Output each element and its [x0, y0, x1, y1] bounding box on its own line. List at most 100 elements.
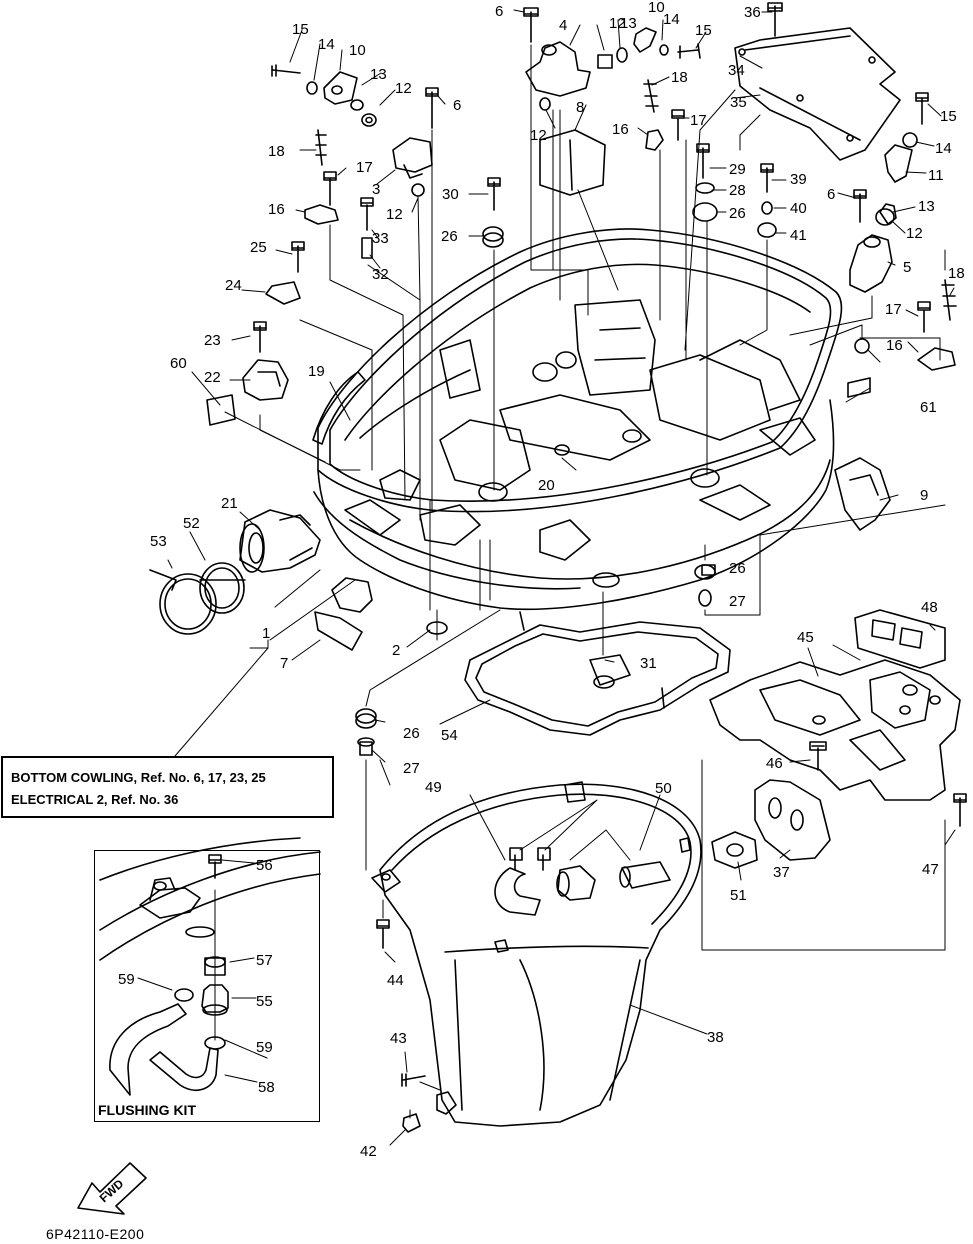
callout-13a: 13 [620, 15, 637, 32]
callout-12a: 12 [609, 15, 626, 32]
callout-12c: 12 [530, 127, 547, 144]
callout-15c: 15 [940, 108, 957, 125]
callout-13c: 13 [918, 198, 935, 215]
callout-30: 30 [442, 186, 459, 203]
callout-32: 32 [372, 266, 389, 283]
callout-61: 61 [920, 399, 937, 416]
fwd-arrow [77, 1162, 147, 1215]
callout-17c: 17 [885, 301, 902, 318]
callout-9: 9 [920, 487, 928, 504]
callout-58: 58 [258, 1079, 275, 1096]
callout-2: 2 [392, 642, 400, 659]
callout-6b: 6 [453, 97, 461, 114]
callout-15a: 15 [695, 22, 712, 39]
callout-48: 48 [921, 599, 938, 616]
callout-47: 47 [922, 861, 939, 878]
callout-51: 51 [730, 887, 747, 904]
callout-10a: 10 [648, 0, 665, 16]
flushing-kit-drawing [99, 837, 321, 1096]
callout-40: 40 [790, 200, 807, 217]
callout-5: 5 [903, 259, 911, 276]
callout-26b: 26 [729, 205, 746, 222]
callout-24: 24 [225, 277, 242, 294]
callout-31: 31 [640, 655, 657, 672]
callout-6a: 6 [495, 3, 503, 20]
callout-13b: 13 [370, 66, 387, 83]
lower-left-parts [355, 708, 426, 1133]
callout-12b: 12 [395, 80, 412, 97]
callout-25: 25 [250, 239, 267, 256]
diagram-code: 6P42110-E200 [46, 1226, 145, 1242]
callout-27b: 27 [403, 760, 420, 777]
callout-41: 41 [790, 227, 807, 244]
callout-56: 56 [256, 857, 273, 874]
callout-8: 8 [576, 99, 584, 116]
left-side-parts [149, 509, 448, 651]
callout-10b: 10 [349, 42, 366, 59]
callout-3: 3 [372, 181, 380, 198]
callout-39: 39 [790, 171, 807, 188]
callout-26a: 26 [441, 228, 458, 245]
callout-33: 33 [372, 230, 389, 247]
callout-12e: 12 [906, 225, 923, 242]
callout-55: 55 [256, 993, 273, 1010]
reference-note: BOTTOM COWLING, Ref. No. 6, 17, 23, 25 E… [1, 756, 334, 818]
callout-1: 1 [262, 625, 270, 642]
callout-18b: 18 [268, 143, 285, 160]
callout-18c: 18 [948, 265, 965, 282]
callout-49: 49 [425, 779, 442, 796]
callout-18a: 18 [671, 69, 688, 86]
callout-35: 35 [730, 94, 747, 111]
callout-11: 11 [928, 167, 944, 184]
callout-16c: 16 [886, 337, 903, 354]
callout-14c: 14 [935, 140, 952, 157]
callout-numbers: 1 2 3 4 5 6 6 6 6 7 8 9 10 10 11 12 12 1… [118, 0, 965, 1160]
callout-28: 28 [729, 182, 746, 199]
callout-23: 23 [204, 332, 221, 349]
bottom-cowling [313, 228, 843, 611]
top-centre-parts [482, 7, 701, 248]
callout-36: 36 [744, 4, 761, 21]
callout-59b: 59 [256, 1039, 273, 1056]
callout-38: 38 [707, 1029, 724, 1046]
callout-59a: 59 [118, 971, 135, 988]
callout-6c: 6 [827, 186, 835, 203]
callout-42: 42 [360, 1143, 377, 1160]
callout-7: 7 [280, 655, 288, 672]
callout-14b: 14 [318, 36, 335, 53]
callout-19: 19 [308, 363, 325, 380]
leader-lines [224, 44, 946, 521]
callout-21: 21 [221, 495, 238, 512]
callout-50: 50 [655, 780, 672, 797]
flushing-kit-frame [94, 850, 320, 1122]
callout-43: 43 [390, 1030, 407, 1047]
callout-17a: 17 [690, 112, 707, 129]
callout-22: 22 [204, 369, 221, 386]
callout-12d: 12 [386, 206, 403, 223]
callout-leaders [137, 9, 956, 1146]
callout-57: 57 [256, 952, 273, 969]
callout-4: 4 [559, 17, 567, 34]
callout-16b: 16 [268, 201, 285, 218]
callout-52: 52 [183, 515, 200, 532]
callout-60: 60 [170, 355, 187, 372]
callout-14a: 14 [663, 11, 680, 28]
callout-26c: 26 [729, 560, 746, 577]
callout-26d: 26 [403, 725, 420, 742]
callout-15b: 15 [292, 21, 309, 38]
callout-29: 29 [729, 161, 746, 178]
note-line-bottom-cowling: BOTTOM COWLING, Ref. No. 6, 17, 23, 25 [11, 770, 266, 785]
callout-53: 53 [150, 533, 167, 550]
callout-34: 34 [728, 62, 745, 79]
lower-cover [371, 781, 758, 1127]
callout-37: 37 [773, 864, 790, 881]
callout-46: 46 [766, 755, 783, 772]
callout-27a: 27 [729, 593, 746, 610]
callout-16a: 16 [612, 121, 629, 138]
callout-17b: 17 [356, 159, 373, 176]
note-line-electrical: ELECTRICAL 2, Ref. No. 36 [11, 792, 179, 807]
callout-44: 44 [387, 972, 404, 989]
lower-leader-lines [269, 499, 946, 1119]
gasket-and-brackets [464, 457, 967, 861]
